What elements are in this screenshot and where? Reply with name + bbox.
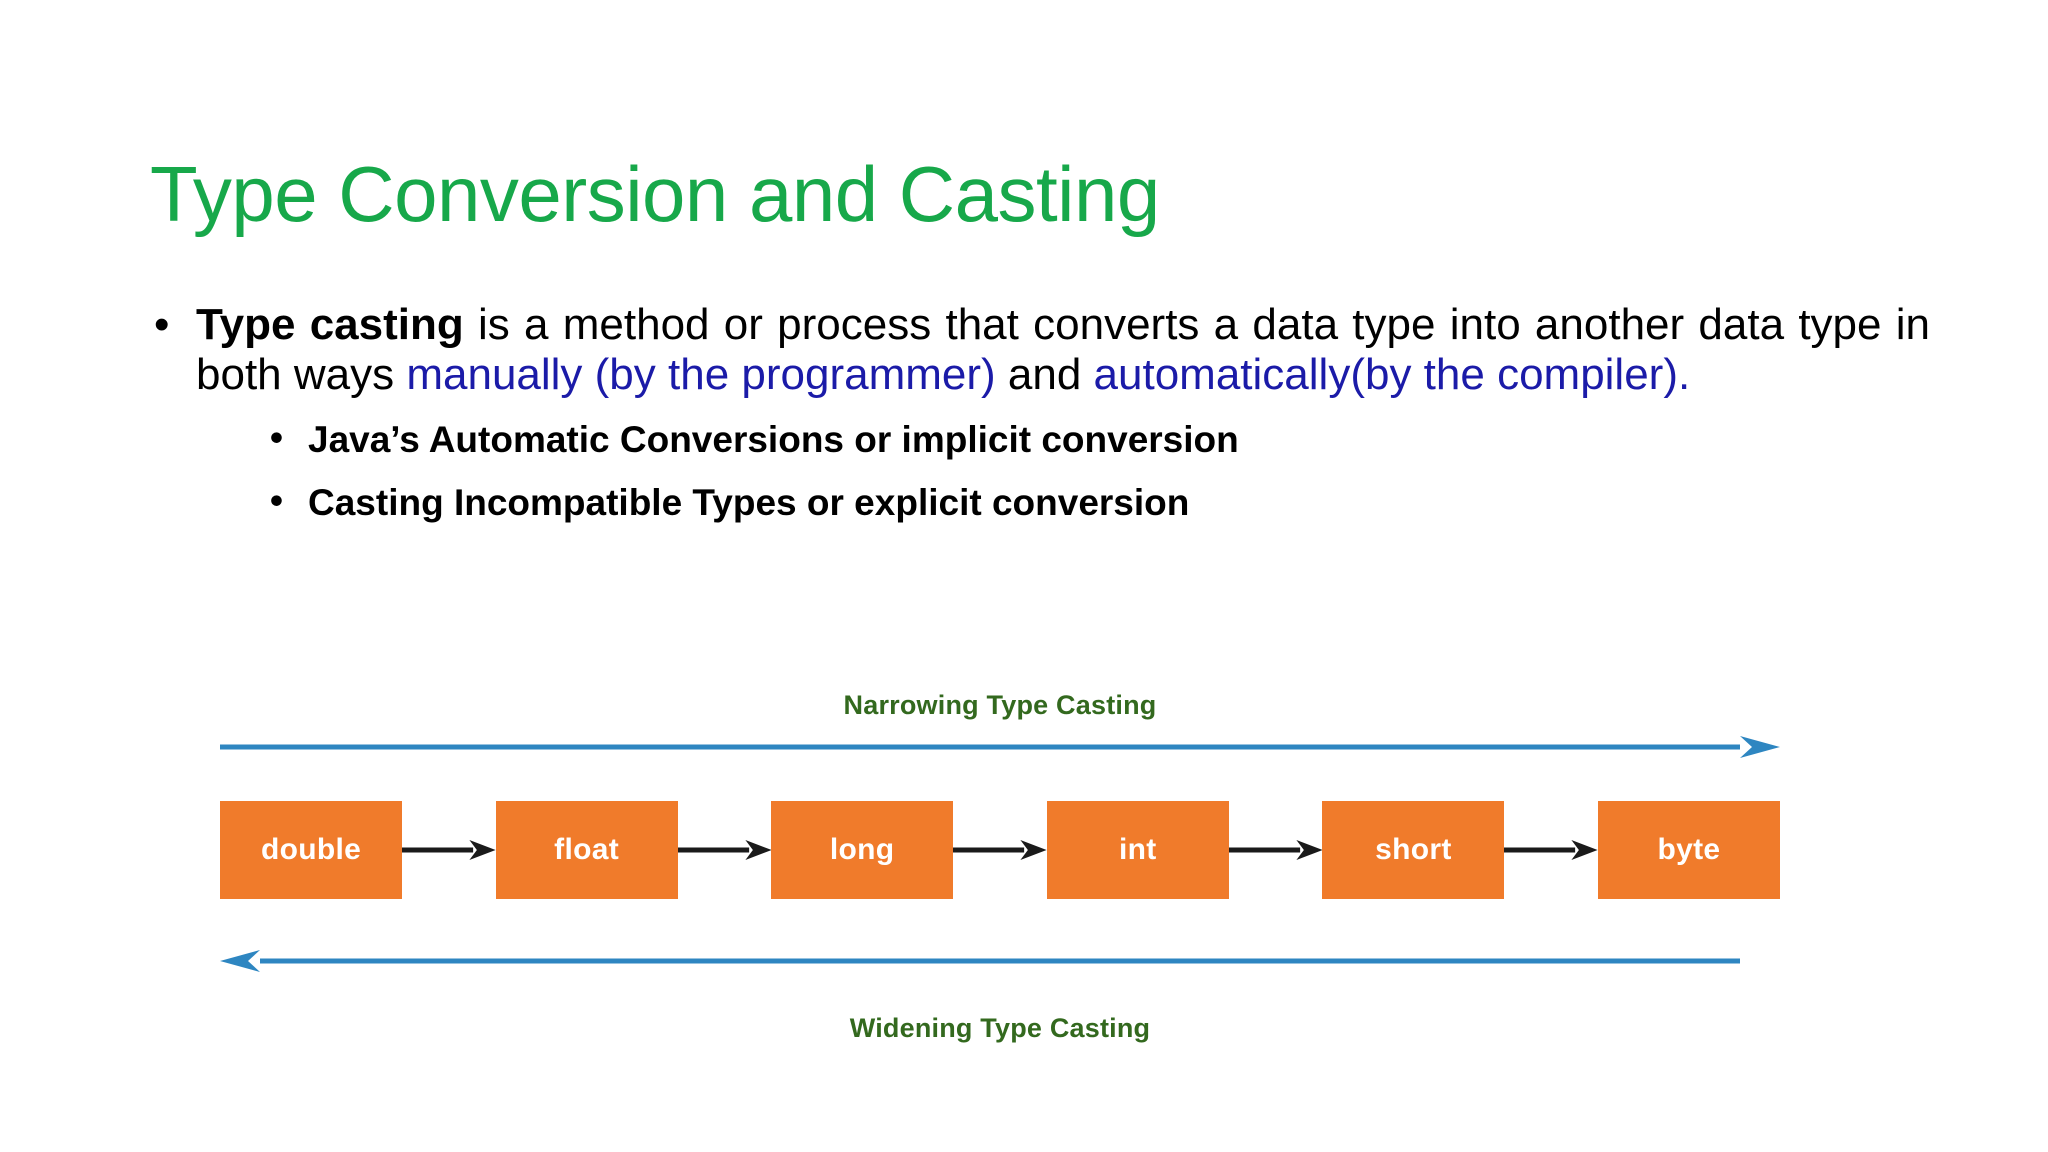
main-bullet-text: Type casting is a method or process that…: [196, 300, 1930, 399]
main-bullet: • Type casting is a method or process th…: [148, 300, 1930, 399]
type-box-label: int: [1119, 833, 1157, 866]
type-box-row: double float long int: [220, 790, 1780, 910]
sub-bullet-label: Java’s Automatic Conversions or implicit…: [308, 419, 1239, 461]
type-box-long: long: [771, 801, 954, 899]
type-box-byte: byte: [1597, 801, 1780, 899]
widening-arrow-icon: [220, 948, 1780, 974]
sub-bullet-item-explicit: • Casting Incompatible Types or explicit…: [264, 480, 1930, 524]
main-bullet-highlight-2: automatically(by the compiler).: [1093, 349, 1691, 399]
main-bullet-highlight-1: manually (by the programmer): [406, 349, 996, 399]
type-box-int: int: [1046, 801, 1229, 899]
connector-arrow-icon: [953, 839, 1047, 861]
page-title: Type Conversion and Casting: [150, 150, 1160, 239]
main-bullet-lead: Type casting: [196, 300, 464, 349]
type-box-label: long: [829, 833, 895, 866]
bullet-marker-icon: •: [270, 417, 283, 459]
type-box-label: double: [260, 833, 362, 866]
main-bullet-part-1: is a method or process that converts a d…: [196, 300, 1930, 399]
sub-bullet-item-implicit: • Java’s Automatic Conversions or implic…: [264, 417, 1930, 461]
body-content: • Type casting is a method or process th…: [148, 300, 1930, 547]
type-box-float: float: [495, 801, 678, 899]
type-casting-diagram: Narrowing Type Casting double float long: [220, 690, 1780, 1070]
type-box-double: double: [220, 801, 402, 899]
narrowing-label: Narrowing Type Casting: [843, 690, 1157, 720]
bullet-marker-icon: •: [270, 480, 283, 522]
type-box-label: byte: [1657, 833, 1721, 866]
type-box-short: short: [1322, 801, 1505, 899]
connector-arrow-icon: [1228, 839, 1323, 861]
bullet-marker-icon: •: [154, 300, 170, 349]
type-box-label: float: [554, 833, 619, 866]
narrowing-arrow-icon: [220, 734, 1780, 760]
widening-label: Widening Type Casting: [849, 1013, 1151, 1043]
connector-arrow-icon: [402, 839, 496, 861]
sub-bullet-list: • Java’s Automatic Conversions or implic…: [148, 417, 1930, 524]
connector-arrow-icon: [1504, 839, 1598, 861]
main-bullet-part-2: and: [995, 349, 1094, 399]
connector-arrow-icon: [677, 839, 772, 861]
sub-bullet-label: Casting Incompatible Types or explicit c…: [308, 482, 1190, 524]
type-box-label: short: [1375, 833, 1452, 866]
